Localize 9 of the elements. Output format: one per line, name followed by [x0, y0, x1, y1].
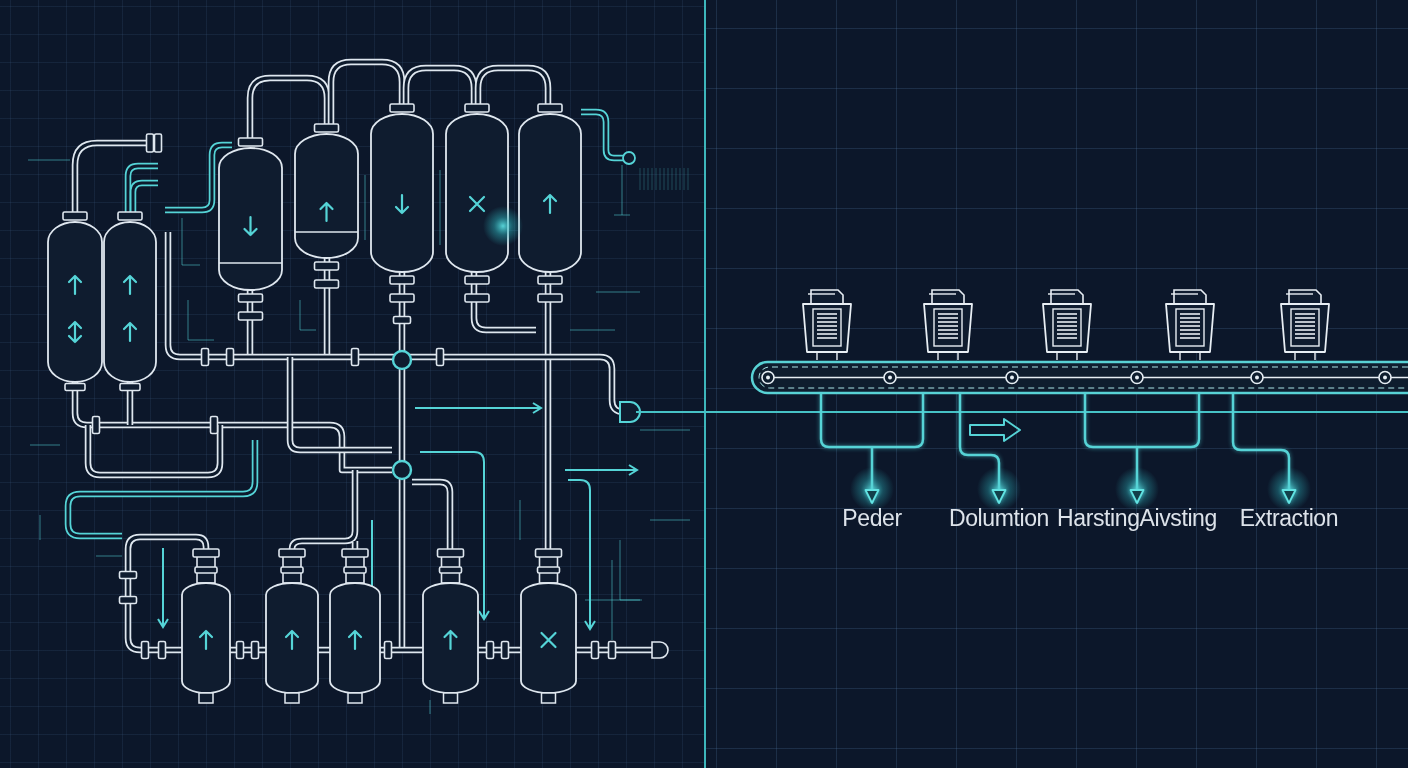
stage-label: HarstingAivsting [1057, 505, 1217, 531]
stage-label: Dolumtion [949, 505, 1049, 531]
arrow [958, 393, 1007, 504]
conveyor-belt [750, 360, 1408, 395]
arrow [1083, 391, 1201, 505]
arrow [1231, 393, 1297, 504]
stage-label: Extraction [1239, 505, 1339, 531]
stage-label: Peder [842, 505, 902, 531]
arrow [819, 391, 925, 505]
